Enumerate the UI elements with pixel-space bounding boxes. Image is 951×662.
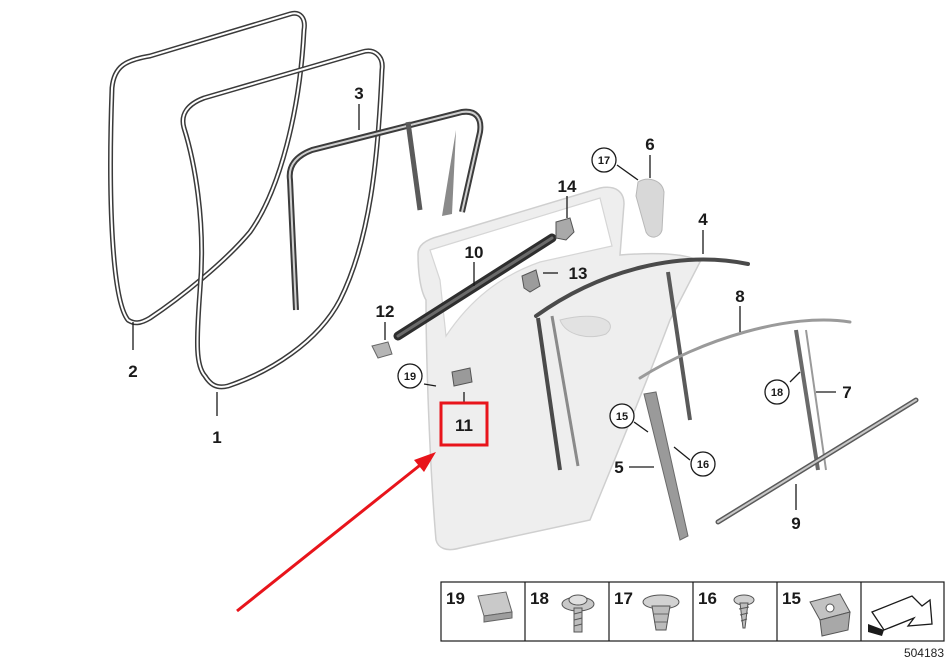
fasteners-table: 19 18 17 16 15 bbox=[440, 581, 945, 642]
svg-text:17: 17 bbox=[598, 155, 610, 167]
circled-callout-16: 16 bbox=[690, 451, 716, 477]
callout-3: 3 bbox=[354, 84, 363, 103]
svg-text:16: 16 bbox=[697, 459, 709, 471]
document-number: 504183 bbox=[904, 646, 944, 660]
arrow-marker-icon bbox=[868, 595, 933, 636]
table-label-16: 16 bbox=[698, 589, 717, 608]
table-label-17: 17 bbox=[614, 589, 633, 608]
leader-lines bbox=[132, 104, 836, 510]
svg-text:18: 18 bbox=[771, 387, 783, 399]
callout-13: 13 bbox=[569, 264, 588, 283]
callout-12: 12 bbox=[376, 302, 395, 321]
callout-6: 6 bbox=[645, 135, 654, 154]
door-handle-cover bbox=[451, 367, 473, 387]
callout-4: 4 bbox=[698, 210, 708, 229]
callout-14: 14 bbox=[558, 177, 577, 196]
callout-10: 10 bbox=[465, 243, 484, 262]
circled-callout-15: 15 bbox=[609, 403, 635, 429]
pointer-arrow bbox=[236, 452, 436, 613]
callout-5: 5 bbox=[614, 458, 623, 477]
outer-window-strip bbox=[638, 318, 852, 380]
circled-callout-19: 19 bbox=[397, 363, 423, 389]
table-label-15: 15 bbox=[782, 589, 801, 608]
svg-text:19: 19 bbox=[404, 371, 416, 383]
window-guide-channel bbox=[286, 108, 484, 311]
callout-8: 8 bbox=[735, 287, 744, 306]
table-label-19: 19 bbox=[446, 589, 465, 608]
belt-line-strip bbox=[715, 397, 919, 525]
screw-washer-icon bbox=[561, 594, 595, 633]
bracket-part bbox=[555, 217, 575, 241]
callout-2: 2 bbox=[128, 362, 137, 381]
mounting-clip bbox=[521, 269, 541, 293]
callout-9: 9 bbox=[791, 514, 800, 533]
expanding-rivet-icon bbox=[642, 594, 680, 631]
b-pillar-cover bbox=[643, 391, 689, 541]
callout-1: 1 bbox=[212, 428, 221, 447]
circled-callout-18: 18 bbox=[764, 379, 790, 405]
door-seal-outer bbox=[108, 10, 307, 326]
end-cap bbox=[371, 341, 393, 359]
table-label-18: 18 bbox=[530, 589, 549, 608]
svg-text:15: 15 bbox=[616, 411, 628, 423]
circled-callout-17: 17 bbox=[591, 147, 617, 173]
door-seal-inner bbox=[180, 48, 385, 390]
callout-11: 11 bbox=[455, 416, 473, 435]
spring-nut-icon bbox=[809, 593, 851, 637]
vertical-trim bbox=[794, 329, 827, 471]
upper-frame-trim bbox=[534, 257, 750, 471]
clip-nut-icon bbox=[477, 591, 513, 623]
callout-7: 7 bbox=[842, 383, 851, 402]
self-tapping-screw-icon bbox=[733, 594, 755, 629]
corner-cover bbox=[635, 178, 665, 238]
highlight-box bbox=[439, 401, 489, 447]
inner-window-strip bbox=[393, 233, 557, 341]
